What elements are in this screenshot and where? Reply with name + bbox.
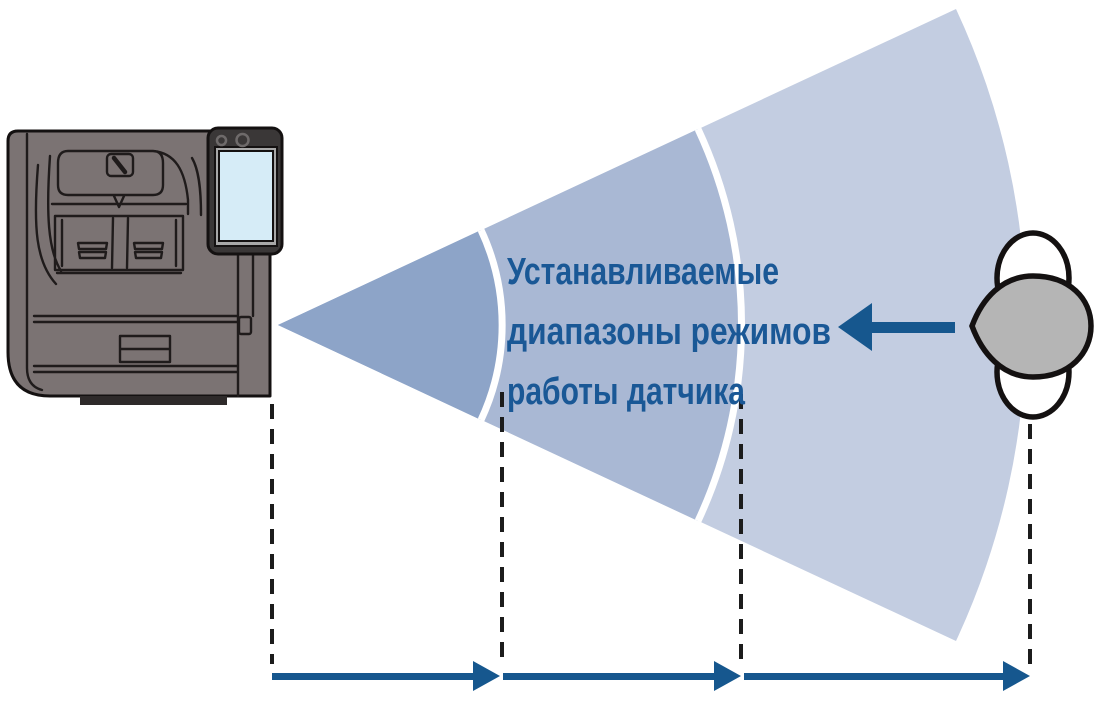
touchscreen bbox=[218, 150, 274, 242]
distance-range-arrow-2 bbox=[503, 661, 741, 691]
printer-illustration bbox=[6, 126, 284, 405]
person-top-view-icon bbox=[969, 230, 1094, 420]
printer-base bbox=[80, 396, 227, 405]
distance-range-arrow-3 bbox=[744, 661, 1030, 691]
sensor-label-line-2: диапазоны режимов bbox=[507, 311, 831, 353]
sensor-label: Устанавливаемые диапазоны режимов работы… bbox=[507, 251, 831, 413]
panel-camera-dot-large bbox=[235, 132, 250, 148]
sensor-label-line-1: Устанавливаемые bbox=[507, 251, 779, 293]
brand-logo-mark bbox=[111, 155, 128, 175]
detection-zone-middle bbox=[278, 129, 742, 521]
zone-divider-arc-1 bbox=[477, 228, 506, 422]
head-icon bbox=[969, 273, 1094, 380]
distance-scale bbox=[272, 661, 1030, 691]
brand-logo-box bbox=[105, 152, 135, 178]
printer-panel-lines bbox=[25, 132, 255, 398]
motion-sensor-window bbox=[237, 315, 253, 336]
approach-direction-arrow-icon bbox=[838, 303, 955, 351]
panel-camera-dot-small bbox=[215, 134, 228, 147]
distance-range-arrow-1 bbox=[272, 661, 500, 691]
sensor-detection-cone bbox=[278, 9, 1027, 641]
sensor-label-line-3: работы датчика bbox=[507, 371, 746, 413]
detection-zone-inner bbox=[278, 230, 503, 420]
zone-divider-arc-2 bbox=[694, 127, 745, 523]
printer-body bbox=[6, 129, 272, 398]
